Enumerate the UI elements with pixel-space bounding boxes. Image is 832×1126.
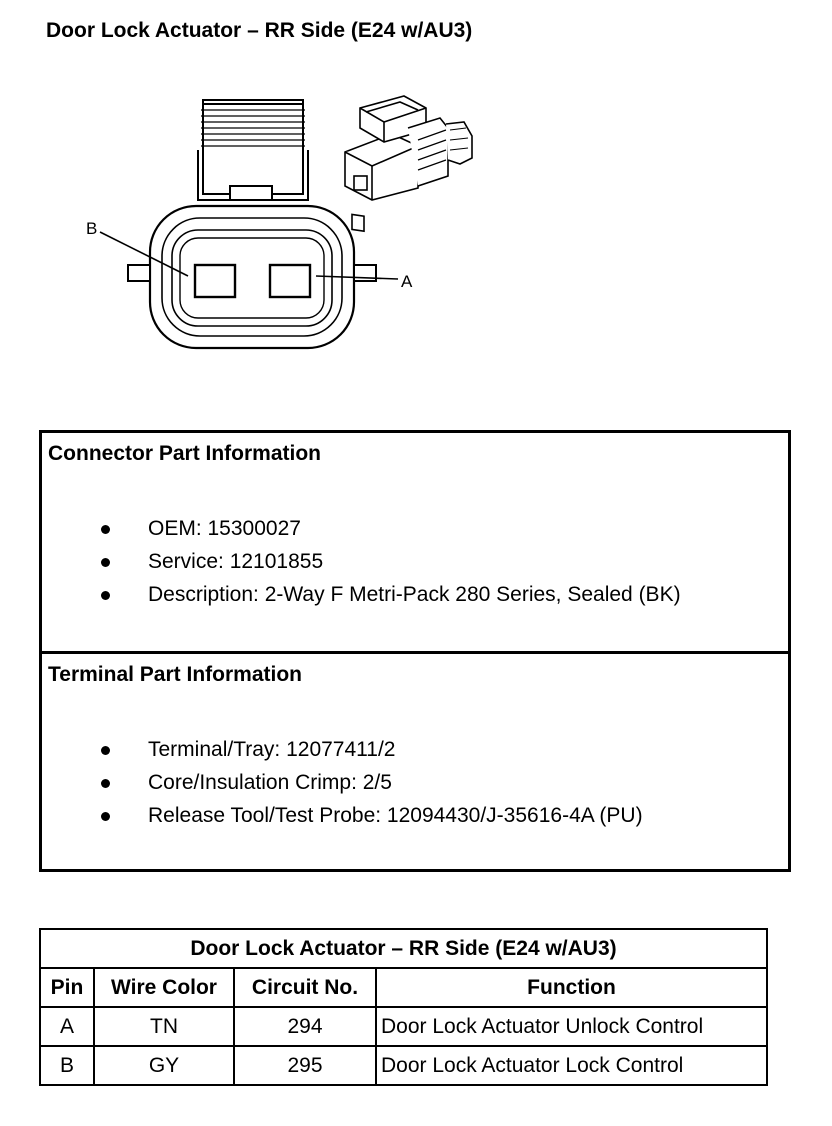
column-header-wire-color: Wire Color bbox=[93, 967, 235, 1008]
terminal-info-heading: Terminal Part Information bbox=[48, 663, 302, 686]
connector-info-list: OEM: 15300027 Service: 12101855 Descript… bbox=[42, 512, 681, 611]
bullet-icon bbox=[101, 558, 110, 567]
pin-label-b: B bbox=[86, 219, 97, 238]
connector-description: Description: 2-Way F Metri-Pack 280 Seri… bbox=[148, 583, 681, 606]
circuit-cell: 294 bbox=[233, 1006, 377, 1047]
list-item: OEM: 15300027 bbox=[42, 512, 681, 545]
connector-isometric-view bbox=[344, 95, 473, 233]
bullet-icon bbox=[101, 591, 110, 600]
crimp-info: Core/Insulation Crimp: 2/5 bbox=[148, 771, 392, 794]
pin-cell: B bbox=[39, 1045, 95, 1086]
connector-diagram: B A bbox=[86, 95, 473, 350]
bullet-icon bbox=[101, 812, 110, 821]
list-item: Core/Insulation Crimp: 2/5 bbox=[42, 766, 643, 799]
function-cell: Door Lock Actuator Unlock Control bbox=[375, 1006, 768, 1047]
terminal-part-information: Terminal Part Information Terminal/Tray:… bbox=[42, 654, 788, 869]
column-header-function: Function bbox=[375, 967, 768, 1008]
table-title: Door Lock Actuator – RR Side (E24 w/AU3) bbox=[39, 928, 768, 969]
wire-color-cell: GY bbox=[93, 1045, 235, 1086]
connector-latch bbox=[202, 103, 304, 195]
release-tool: Release Tool/Test Probe: 12094430/J-3561… bbox=[148, 804, 643, 827]
column-header-circuit: Circuit No. bbox=[233, 967, 377, 1008]
list-item: Service: 12101855 bbox=[42, 545, 681, 578]
connector-service: Service: 12101855 bbox=[148, 550, 324, 573]
wire-color-cell: TN bbox=[93, 1006, 235, 1047]
pin-table: Door Lock Actuator – RR Side (E24 w/AU3)… bbox=[39, 928, 768, 1086]
bullet-icon bbox=[101, 746, 110, 755]
terminal-tray: Terminal/Tray: 12077411/2 bbox=[148, 738, 396, 761]
connector-part-information: Connector Part Information OEM: 15300027… bbox=[42, 433, 788, 654]
connector-info-heading: Connector Part Information bbox=[48, 442, 322, 465]
page-title: Door Lock Actuator – RR Side (E24 w/AU3) bbox=[46, 19, 473, 42]
part-information-box: Connector Part Information OEM: 15300027… bbox=[39, 430, 791, 872]
pin-cell: A bbox=[39, 1006, 95, 1047]
bullet-icon bbox=[101, 525, 110, 534]
function-cell: Door Lock Actuator Lock Control bbox=[375, 1045, 768, 1086]
connector-oem: OEM: 15300027 bbox=[148, 517, 301, 540]
table-row: A TN 294 Door Lock Actuator Unlock Contr… bbox=[39, 1006, 768, 1047]
column-header-pin: Pin bbox=[39, 967, 95, 1008]
list-item: Terminal/Tray: 12077411/2 bbox=[42, 733, 643, 766]
cavity-a bbox=[268, 263, 312, 299]
circuit-cell: 295 bbox=[233, 1045, 377, 1086]
terminal-info-list: Terminal/Tray: 12077411/2 Core/Insulatio… bbox=[42, 733, 643, 832]
table-header-row: Pin Wire Color Circuit No. Function bbox=[39, 967, 768, 1008]
table-title-row: Door Lock Actuator – RR Side (E24 w/AU3) bbox=[39, 928, 768, 969]
pin-label-a: A bbox=[401, 272, 413, 291]
list-item: Release Tool/Test Probe: 12094430/J-3561… bbox=[42, 799, 643, 832]
bullet-icon bbox=[101, 779, 110, 788]
table-row: B GY 295 Door Lock Actuator Lock Control bbox=[39, 1045, 768, 1086]
list-item: Description: 2-Way F Metri-Pack 280 Seri… bbox=[42, 578, 681, 611]
cavity-b bbox=[193, 263, 237, 299]
